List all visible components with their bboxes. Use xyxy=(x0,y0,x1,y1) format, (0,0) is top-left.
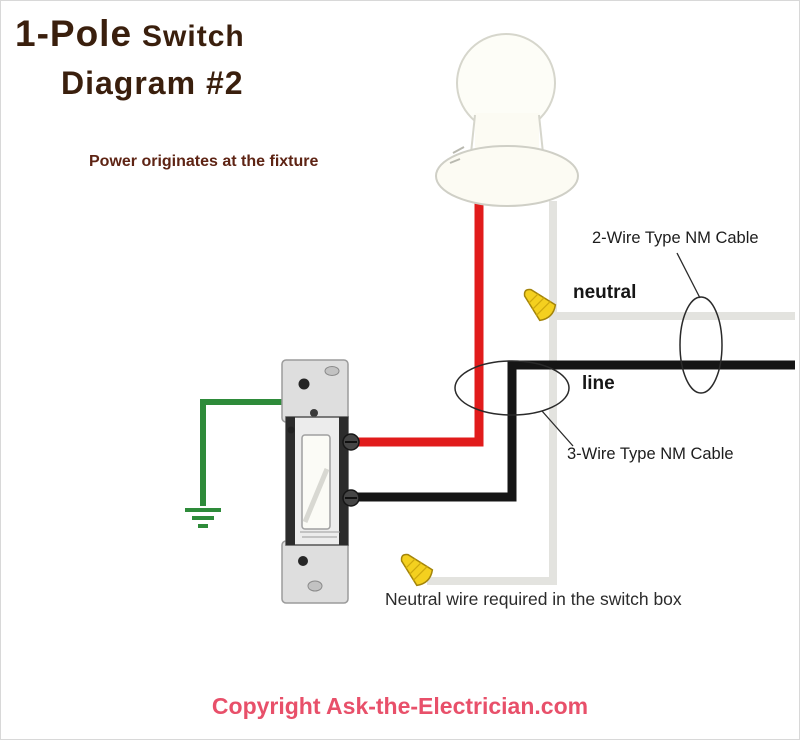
copyright-text: Copyright Ask-the-Electrician.com xyxy=(211,693,589,719)
leader-line-2wire xyxy=(676,252,701,299)
mount-slot-bottom xyxy=(307,580,323,592)
title-switch: Switch xyxy=(142,20,245,53)
switch-strap-bottom xyxy=(281,540,349,604)
switch-toggle xyxy=(301,434,331,530)
cable-3wire-ellipse xyxy=(454,360,570,416)
label-2wire-cable: 2-Wire Type NM Cable xyxy=(592,229,759,247)
bulb-neck xyxy=(475,113,539,161)
switch-body-right-rail xyxy=(339,417,348,545)
body-screw xyxy=(287,426,295,434)
wire-nut-top xyxy=(523,288,557,322)
leader-line-3wire xyxy=(541,410,574,447)
light-fixture xyxy=(435,33,579,207)
label-line: line xyxy=(582,373,615,394)
switch-strap-top xyxy=(281,359,349,423)
bulb-globe xyxy=(456,33,556,133)
ground-symbol xyxy=(185,508,221,528)
switch-body xyxy=(285,416,349,546)
mount-screw-bottom xyxy=(298,556,308,566)
page-title-line1: 1-Pole Switch xyxy=(15,13,245,55)
mount-screw-top xyxy=(298,378,310,390)
label-neutral: neutral xyxy=(573,282,637,303)
ground-wire xyxy=(200,399,299,506)
cable-2wire-ellipse xyxy=(679,296,723,394)
single-pole-switch xyxy=(281,359,360,604)
mount-slot-top xyxy=(324,366,340,376)
title-1pole: 1-Pole xyxy=(15,13,133,54)
diagram-subtitle: Power originates at the fixture xyxy=(89,153,319,170)
terminal-screw-top xyxy=(342,433,360,451)
terminal-screw-bottom xyxy=(342,489,360,507)
wire-nut-bottom xyxy=(400,553,434,587)
neutral-wire-switch-loop xyxy=(427,201,557,585)
toggle-highlight xyxy=(302,468,330,523)
fixture-canopy xyxy=(435,145,579,207)
canopy-detail-marks xyxy=(449,146,465,164)
red-switched-wire xyxy=(351,201,484,447)
page-title-line2: Diagram #2 xyxy=(61,65,244,101)
label-switch-box-note: Neutral wire required in the switch box xyxy=(385,589,682,609)
switch-body-left-rail xyxy=(286,417,295,545)
label-3wire-cable: 3-Wire Type NM Cable xyxy=(567,445,734,463)
line-wire xyxy=(353,360,795,502)
strap-screw xyxy=(310,409,318,417)
